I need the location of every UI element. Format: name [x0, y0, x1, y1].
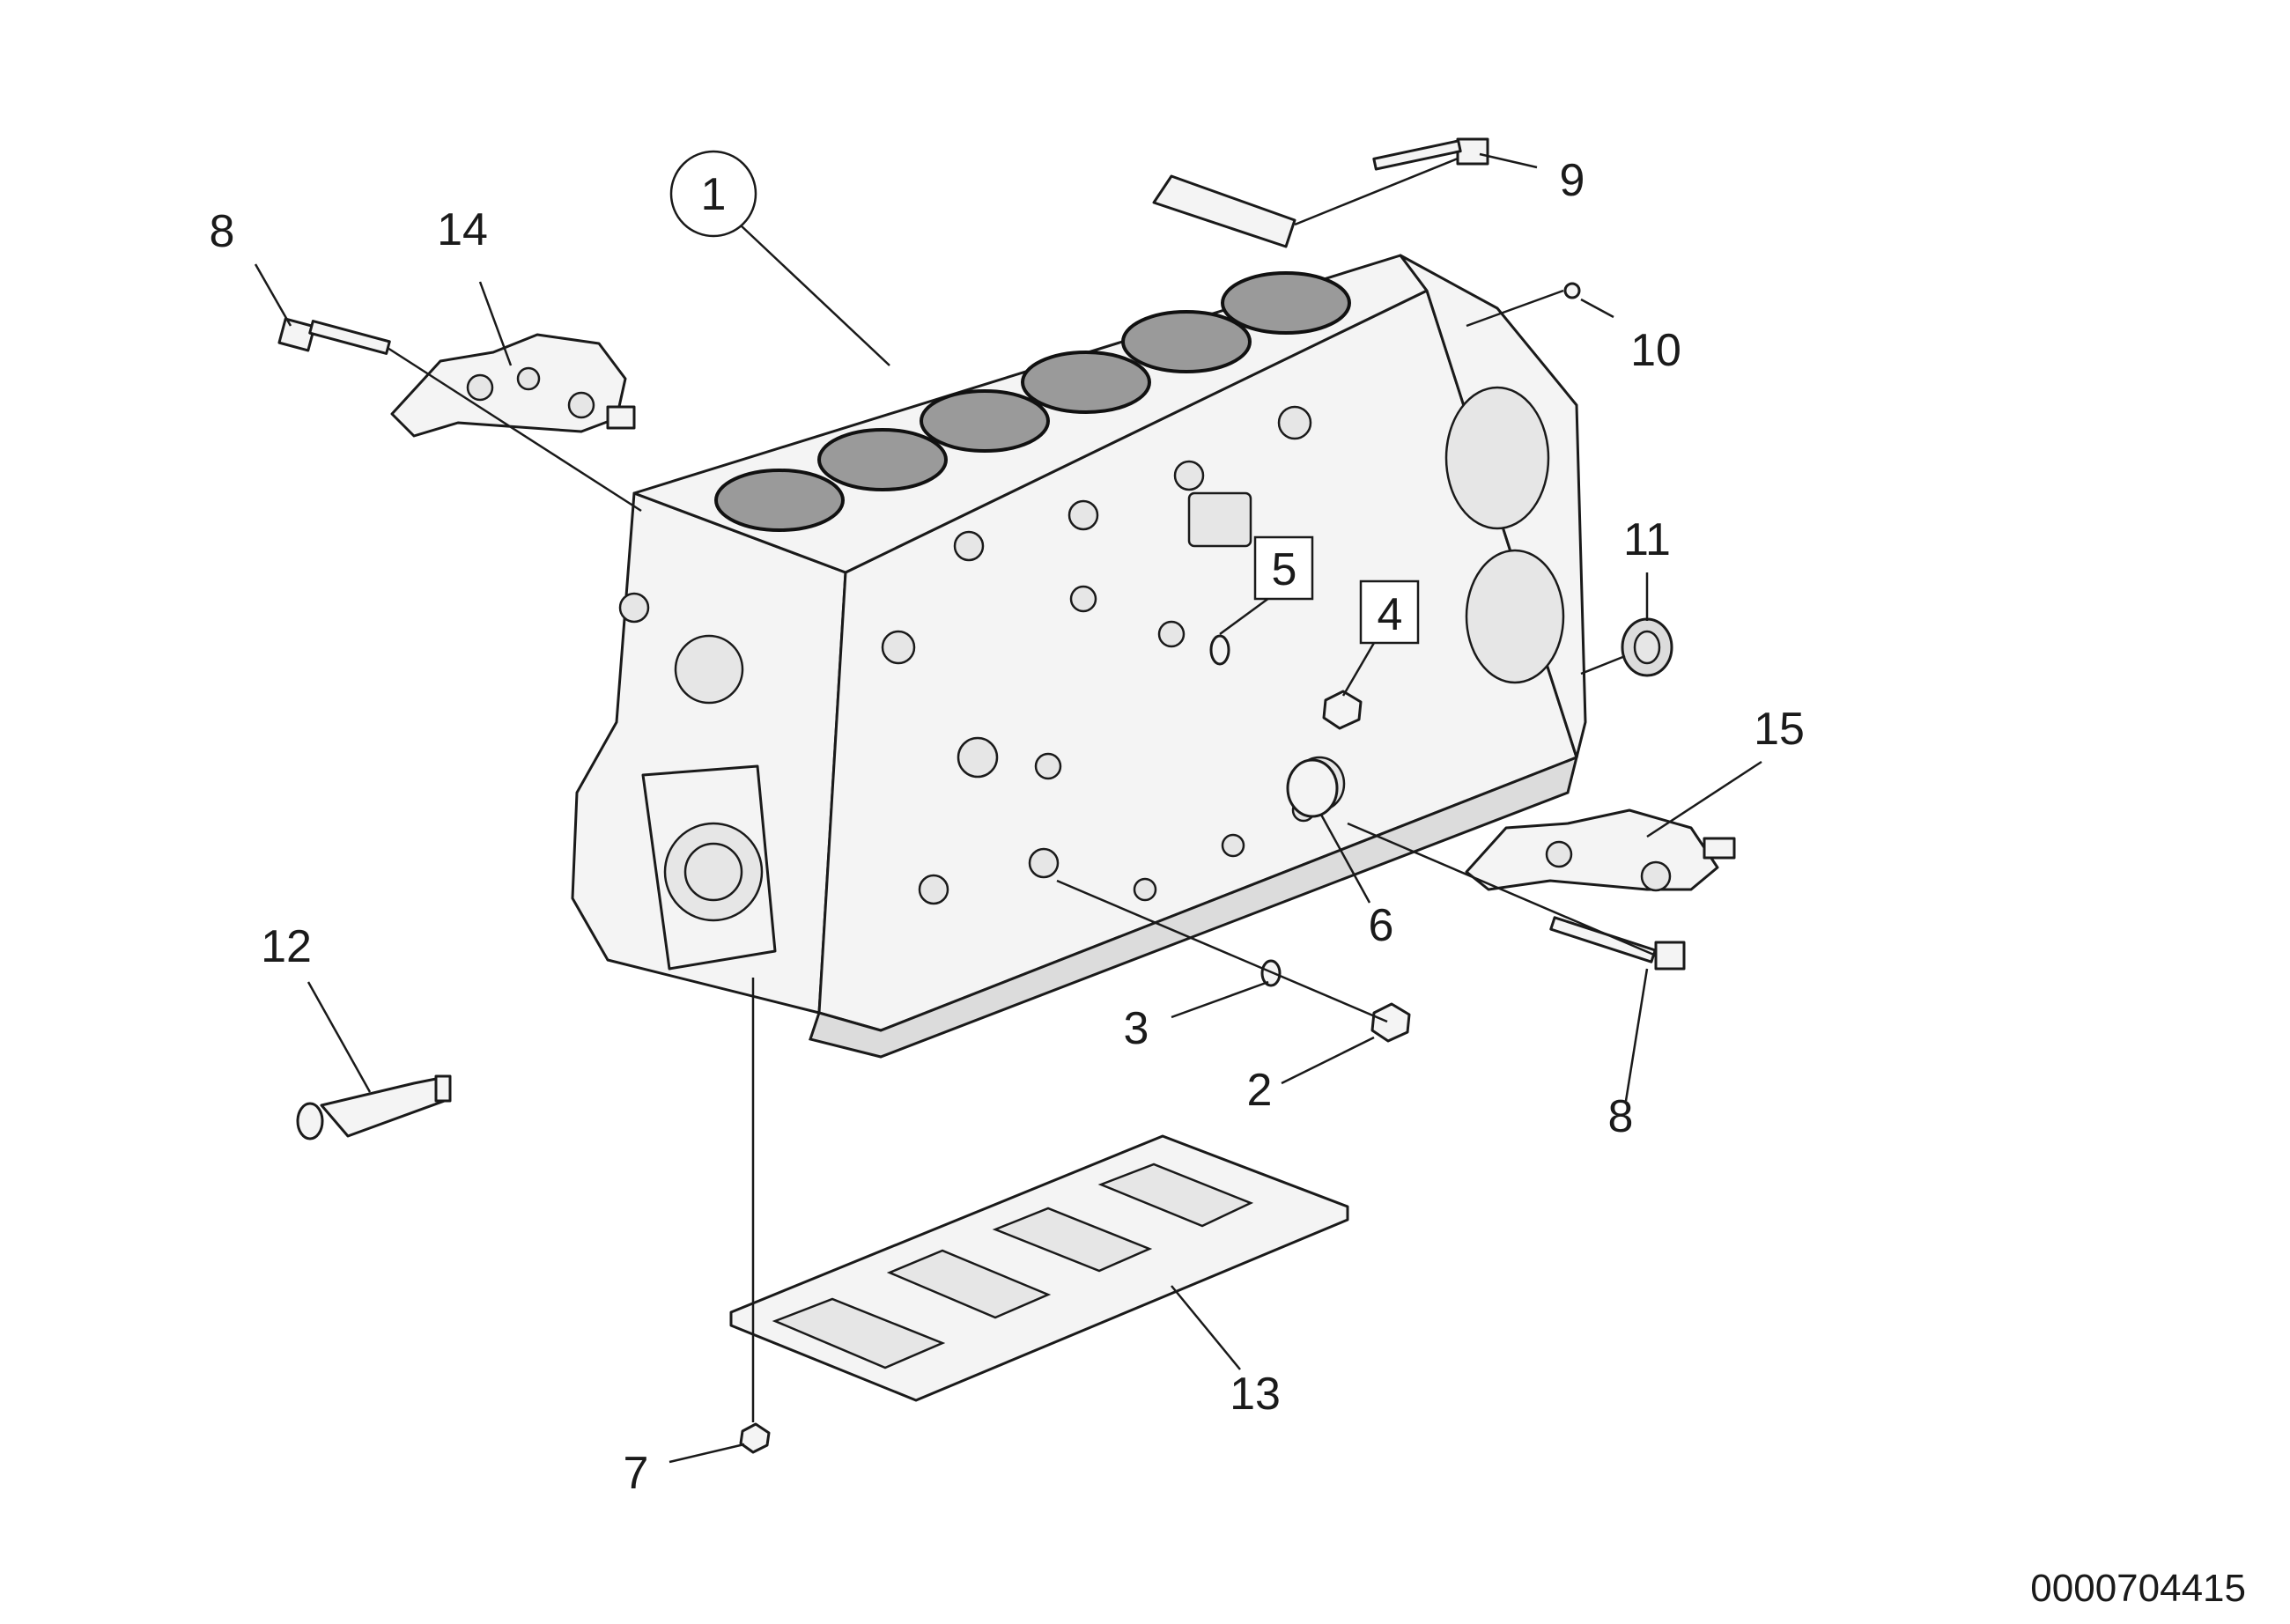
- callout-10: 10: [1630, 325, 1681, 376]
- bolt-part-8-right[interactable]: [1549, 916, 1686, 971]
- document-number: 0000704415: [2030, 1567, 2246, 1610]
- callout-3: 3: [1124, 1003, 1149, 1054]
- bracket-part-15[interactable]: [1465, 808, 1736, 892]
- engine-block[interactable]: [571, 174, 1587, 1059]
- seal-ring-part-5[interactable]: [1209, 634, 1230, 666]
- callout-13: 13: [1230, 1369, 1281, 1420]
- sealant-tube-part-12[interactable]: [296, 1074, 452, 1140]
- plug-part-2[interactable]: [1370, 1002, 1411, 1043]
- bolt-part-8-left[interactable]: [277, 317, 391, 355]
- leader-lines: [254, 152, 1762, 1464]
- svg-text:1: 1: [701, 169, 727, 220]
- callout-7: 7: [624, 1448, 649, 1499]
- callout-12: 12: [261, 921, 312, 972]
- callout-8-left: 8: [210, 206, 235, 257]
- callout-2: 2: [1247, 1065, 1273, 1116]
- callout-15: 15: [1754, 704, 1805, 755]
- callout-4: 4: [1359, 579, 1420, 645]
- bolt-part-9[interactable]: [1372, 137, 1489, 171]
- callout-5: 5: [1253, 535, 1314, 601]
- plug-part-7[interactable]: [739, 1422, 771, 1454]
- gasket-frame-part-13[interactable]: [729, 1134, 1349, 1402]
- plug-part-4[interactable]: [1322, 690, 1363, 730]
- callout-9: 9: [1560, 155, 1585, 206]
- plug-part-10[interactable]: [1563, 282, 1581, 299]
- callout-1: 1: [669, 150, 757, 238]
- callout-11: 11: [1623, 514, 1671, 565]
- plug-part-6[interactable]: [1286, 758, 1339, 818]
- callout-8-right: 8: [1608, 1091, 1634, 1142]
- seal-part-11[interactable]: [1621, 617, 1673, 677]
- svg-text:4: 4: [1378, 589, 1403, 640]
- svg-text:5: 5: [1272, 544, 1297, 595]
- callout-14: 14: [437, 204, 488, 255]
- callout-6: 6: [1369, 900, 1394, 951]
- bracket-part-14[interactable]: [390, 333, 636, 438]
